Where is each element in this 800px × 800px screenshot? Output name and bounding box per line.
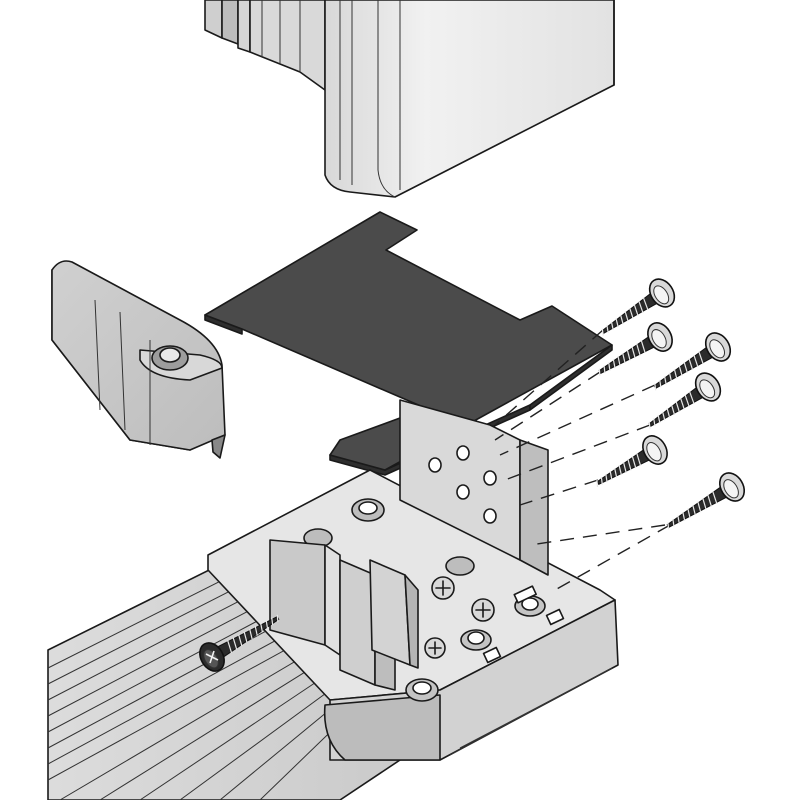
screws [199, 278, 746, 672]
base-cross-screws [424, 576, 495, 659]
countersunk-screw-icon [598, 322, 673, 376]
countersunk-screw-icon [199, 614, 280, 672]
end-cap [51, 260, 226, 459]
upper-profile [204, 0, 615, 198]
countersunk-screw-icon [601, 278, 676, 336]
mounting-bracket [207, 399, 619, 761]
assembly-guide-lines [494, 329, 671, 591]
countersunk-screw-icon [666, 472, 746, 530]
countersunk-screw-icon [653, 332, 732, 391]
countersunk-screw-icon [596, 435, 668, 487]
clip-plates [269, 539, 419, 691]
countersunk-screw-icon [648, 372, 722, 429]
bracket-holes [428, 445, 497, 524]
